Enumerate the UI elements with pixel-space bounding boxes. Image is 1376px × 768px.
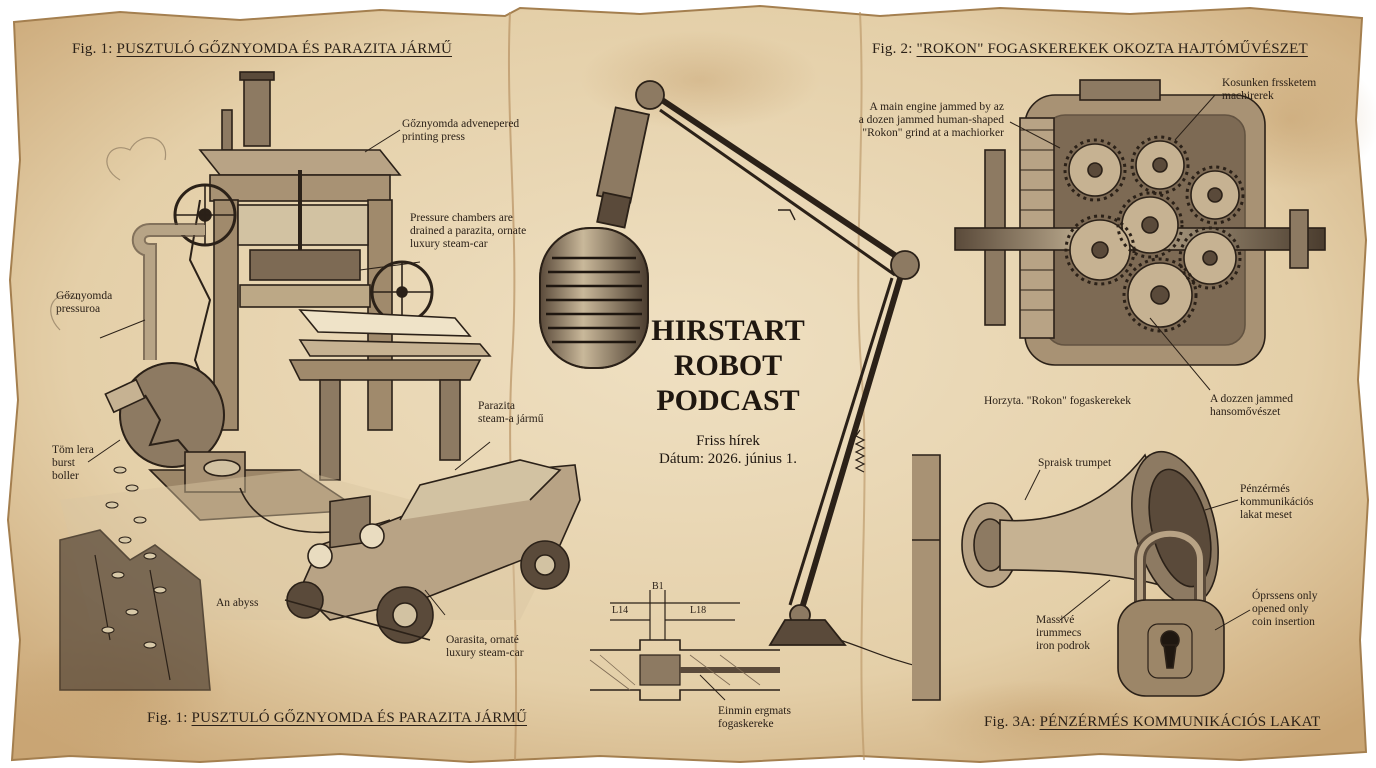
label-horzyta: Horzyta. "Rokon" fogaskerekek <box>984 395 1132 407</box>
falling-coins <box>101 466 167 649</box>
podcast-subtitle: Friss hírek Dátum: 2026. június 1. <box>610 432 846 468</box>
gear-cross-section-drawing <box>589 590 780 701</box>
gears <box>1068 140 1240 328</box>
date-text: Dátum: 2026. június 1. <box>659 451 797 467</box>
dim-l18: L18 <box>690 605 707 616</box>
gearbox-drawing <box>954 79 1326 391</box>
steam-car-drawing <box>284 459 581 644</box>
dim-l14: L14 <box>612 605 629 616</box>
podcast-title: HIRSTART ROBOT PODCAST <box>651 314 805 417</box>
fig1-bottom-caption: Fig. 1: PUSZTULÓ GŐZNYOMDA ÉS PARAZITA J… <box>147 710 528 726</box>
fig2-caption: Fig. 2: "ROKON" FOGASKEREKEK OKOZTA HAJT… <box>872 41 1308 57</box>
label-trumpet: Spraisk trumpet <box>1038 457 1112 469</box>
label-abyss: An abyss <box>216 597 259 609</box>
microphone-boom-drawing <box>539 80 926 669</box>
fig3-caption: Fig. 3A: PÉNZÉRMÉS KOMMUNIKÁCIÓS LAKAT <box>984 714 1321 730</box>
dim-b1: B1 <box>652 581 664 592</box>
trumpet-padlock-drawing <box>912 450 1251 701</box>
fig1-top-caption: Fig. 1: PUSZTULÓ GŐZNYOMDA ÉS PARAZITA J… <box>72 41 453 57</box>
subtitle-text: Friss hírek <box>696 433 760 449</box>
